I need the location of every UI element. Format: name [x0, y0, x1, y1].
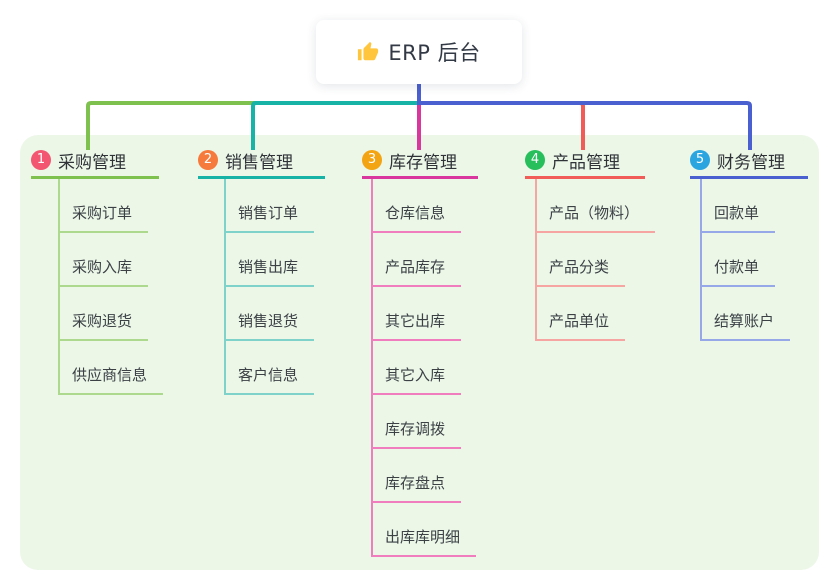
branch-children: 产品（物料）产品分类产品单位: [535, 179, 656, 341]
branch-column-3: 3 库存管理 仓库信息产品库存其它出库其它入库库存调拨库存盘点出库库明细: [362, 147, 478, 557]
child-item[interactable]: 销售订单: [226, 179, 315, 233]
child-item[interactable]: 仓库信息: [373, 179, 462, 233]
branch-title: 产品管理: [552, 152, 620, 173]
branch-number-badge: 4: [525, 150, 545, 170]
branches-panel: [20, 135, 819, 570]
branch-title: 财务管理: [717, 152, 785, 173]
branch-children: 仓库信息产品库存其它出库其它入库库存调拨库存盘点出库库明细: [371, 179, 478, 557]
child-item[interactable]: 产品单位: [537, 287, 626, 341]
child-item[interactable]: 其它出库: [373, 287, 462, 341]
child-item[interactable]: 付款单: [702, 233, 776, 287]
branch-number-badge: 2: [198, 150, 218, 170]
branch-header[interactable]: 2 销售管理: [198, 147, 325, 179]
branch-column-5: 5 财务管理 回款单付款单结算账户: [690, 147, 808, 341]
branch-number-badge: 5: [690, 150, 710, 170]
root-node[interactable]: ERP 后台: [316, 20, 522, 84]
branch-number-badge: 3: [362, 150, 382, 170]
child-item[interactable]: 产品分类: [537, 233, 626, 287]
branch-header[interactable]: 1 采购管理: [31, 147, 159, 179]
branch-children: 销售订单销售出库销售退货客户信息: [224, 179, 325, 395]
branch-children: 采购订单采购入库采购退货供应商信息: [58, 179, 164, 395]
root-title: ERP 后台: [388, 41, 481, 65]
child-item[interactable]: 产品（物料）: [537, 179, 656, 233]
branch-column-2: 2 销售管理 销售订单销售出库销售退货客户信息: [198, 147, 325, 395]
child-item[interactable]: 采购入库: [60, 233, 149, 287]
child-item[interactable]: 销售出库: [226, 233, 315, 287]
thumbs-up-icon: [358, 41, 379, 61]
child-item[interactable]: 客户信息: [226, 341, 315, 395]
branch-children: 回款单付款单结算账户: [700, 179, 808, 341]
child-item[interactable]: 出库库明细: [373, 503, 477, 557]
branch-title: 采购管理: [58, 152, 126, 173]
branch-header[interactable]: 5 财务管理: [690, 147, 808, 179]
child-item[interactable]: 供应商信息: [60, 341, 164, 395]
child-item[interactable]: 库存调拨: [373, 395, 462, 449]
child-item[interactable]: 产品库存: [373, 233, 462, 287]
child-item[interactable]: 结算账户: [702, 287, 791, 341]
child-item[interactable]: 采购订单: [60, 179, 149, 233]
child-item[interactable]: 回款单: [702, 179, 776, 233]
child-item[interactable]: 采购退货: [60, 287, 149, 341]
branch-number-badge: 1: [31, 150, 51, 170]
branch-title: 库存管理: [389, 152, 457, 173]
child-item[interactable]: 其它入库: [373, 341, 462, 395]
branch-column-1: 1 采购管理 采购订单采购入库采购退货供应商信息: [31, 147, 164, 395]
branch-header[interactable]: 3 库存管理: [362, 147, 478, 179]
child-item[interactable]: 销售退货: [226, 287, 315, 341]
branch-title: 销售管理: [225, 152, 293, 173]
child-item[interactable]: 库存盘点: [373, 449, 462, 503]
branch-header[interactable]: 4 产品管理: [525, 147, 645, 179]
branch-column-4: 4 产品管理 产品（物料）产品分类产品单位: [525, 147, 656, 341]
